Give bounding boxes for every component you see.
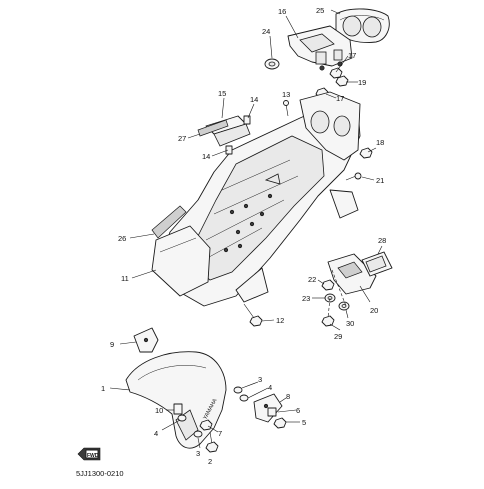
callout-7: 7 — [218, 429, 222, 438]
nut-19 — [335, 75, 349, 87]
washer-3-lower — [193, 430, 203, 438]
callout-21: 21 — [376, 176, 384, 185]
callout-2: 2 — [208, 457, 212, 466]
callout-30: 30 — [346, 319, 354, 328]
lens-28 — [361, 251, 393, 277]
callout-18: 18 — [376, 138, 384, 147]
clip-14-upper — [243, 115, 251, 125]
front-fender — [125, 351, 227, 449]
callout-14-upper: 14 — [250, 95, 258, 104]
clip-14-lower — [225, 145, 233, 155]
bracket-9 — [133, 327, 159, 353]
callout-20: 20 — [370, 306, 378, 315]
washer-30 — [338, 301, 350, 311]
callout-28: 28 — [378, 236, 386, 245]
bolt-2 — [205, 431, 219, 453]
document-code: 5JJ1300-0210 — [76, 469, 124, 478]
washer-3-upper — [233, 386, 243, 394]
pad-26 — [151, 205, 187, 239]
bolt-5 — [273, 417, 300, 429]
bolt-7 — [199, 419, 213, 431]
nut-22 — [321, 279, 335, 291]
callout-22: 22 — [308, 275, 316, 284]
callout-13: 13 — [282, 90, 290, 99]
callout-25: 25 — [316, 6, 324, 15]
fender-holes — [223, 193, 273, 253]
bolt-21 — [345, 172, 362, 181]
assembly-line-washer — [327, 297, 331, 319]
callout-8: 8 — [286, 392, 290, 401]
callout-3-lower: 3 — [196, 449, 200, 458]
rear-fender — [151, 91, 361, 307]
callout-26: 26 — [118, 234, 126, 243]
callout-29: 29 — [334, 332, 342, 341]
callout-17-lower: 17 — [336, 94, 344, 103]
callout-24: 24 — [262, 27, 270, 36]
callout-12: 12 — [276, 316, 284, 325]
callout-11: 11 — [121, 274, 129, 283]
callout-10: 10 — [155, 406, 163, 415]
nut-17-upper — [329, 67, 343, 79]
washer-4-upper — [239, 394, 249, 402]
callout-14-lower: 14 — [202, 152, 210, 161]
callout-16: 16 — [278, 7, 286, 16]
collar-6 — [267, 407, 277, 417]
leader-lines — [109, 9, 383, 449]
callout-23: 23 — [302, 294, 310, 303]
callout-4-lower: 4 — [154, 429, 158, 438]
fwd-label: FWD — [87, 453, 99, 459]
washer-4-lower — [177, 414, 187, 422]
bolt-13 — [283, 100, 289, 117]
tail-light-assembly — [287, 25, 353, 71]
callout-15: 15 — [218, 89, 226, 98]
callout-labels: 25 16 24 17 19 17 13 15 14 27 14 18 21 2… — [101, 6, 386, 466]
callout-27: 27 — [178, 134, 186, 143]
bolt-12 — [243, 303, 263, 327]
callout-3-upper: 3 — [258, 375, 262, 384]
callout-5: 5 — [302, 418, 306, 427]
fwd-arrow — [77, 447, 101, 461]
callout-6: 6 — [296, 406, 300, 415]
grommet-24 — [264, 58, 280, 70]
assembly-line-license — [331, 269, 347, 307]
nut-29 — [321, 315, 335, 327]
callout-17-upper: 17 — [348, 51, 356, 60]
tail-light-lens — [335, 8, 390, 43]
bolt-18 — [359, 147, 373, 159]
callout-19: 19 — [358, 78, 366, 87]
collar-10 — [173, 403, 183, 415]
callout-4-upper: 4 — [268, 383, 272, 392]
callout-1: 1 — [101, 384, 105, 393]
callout-9: 9 — [110, 340, 114, 349]
